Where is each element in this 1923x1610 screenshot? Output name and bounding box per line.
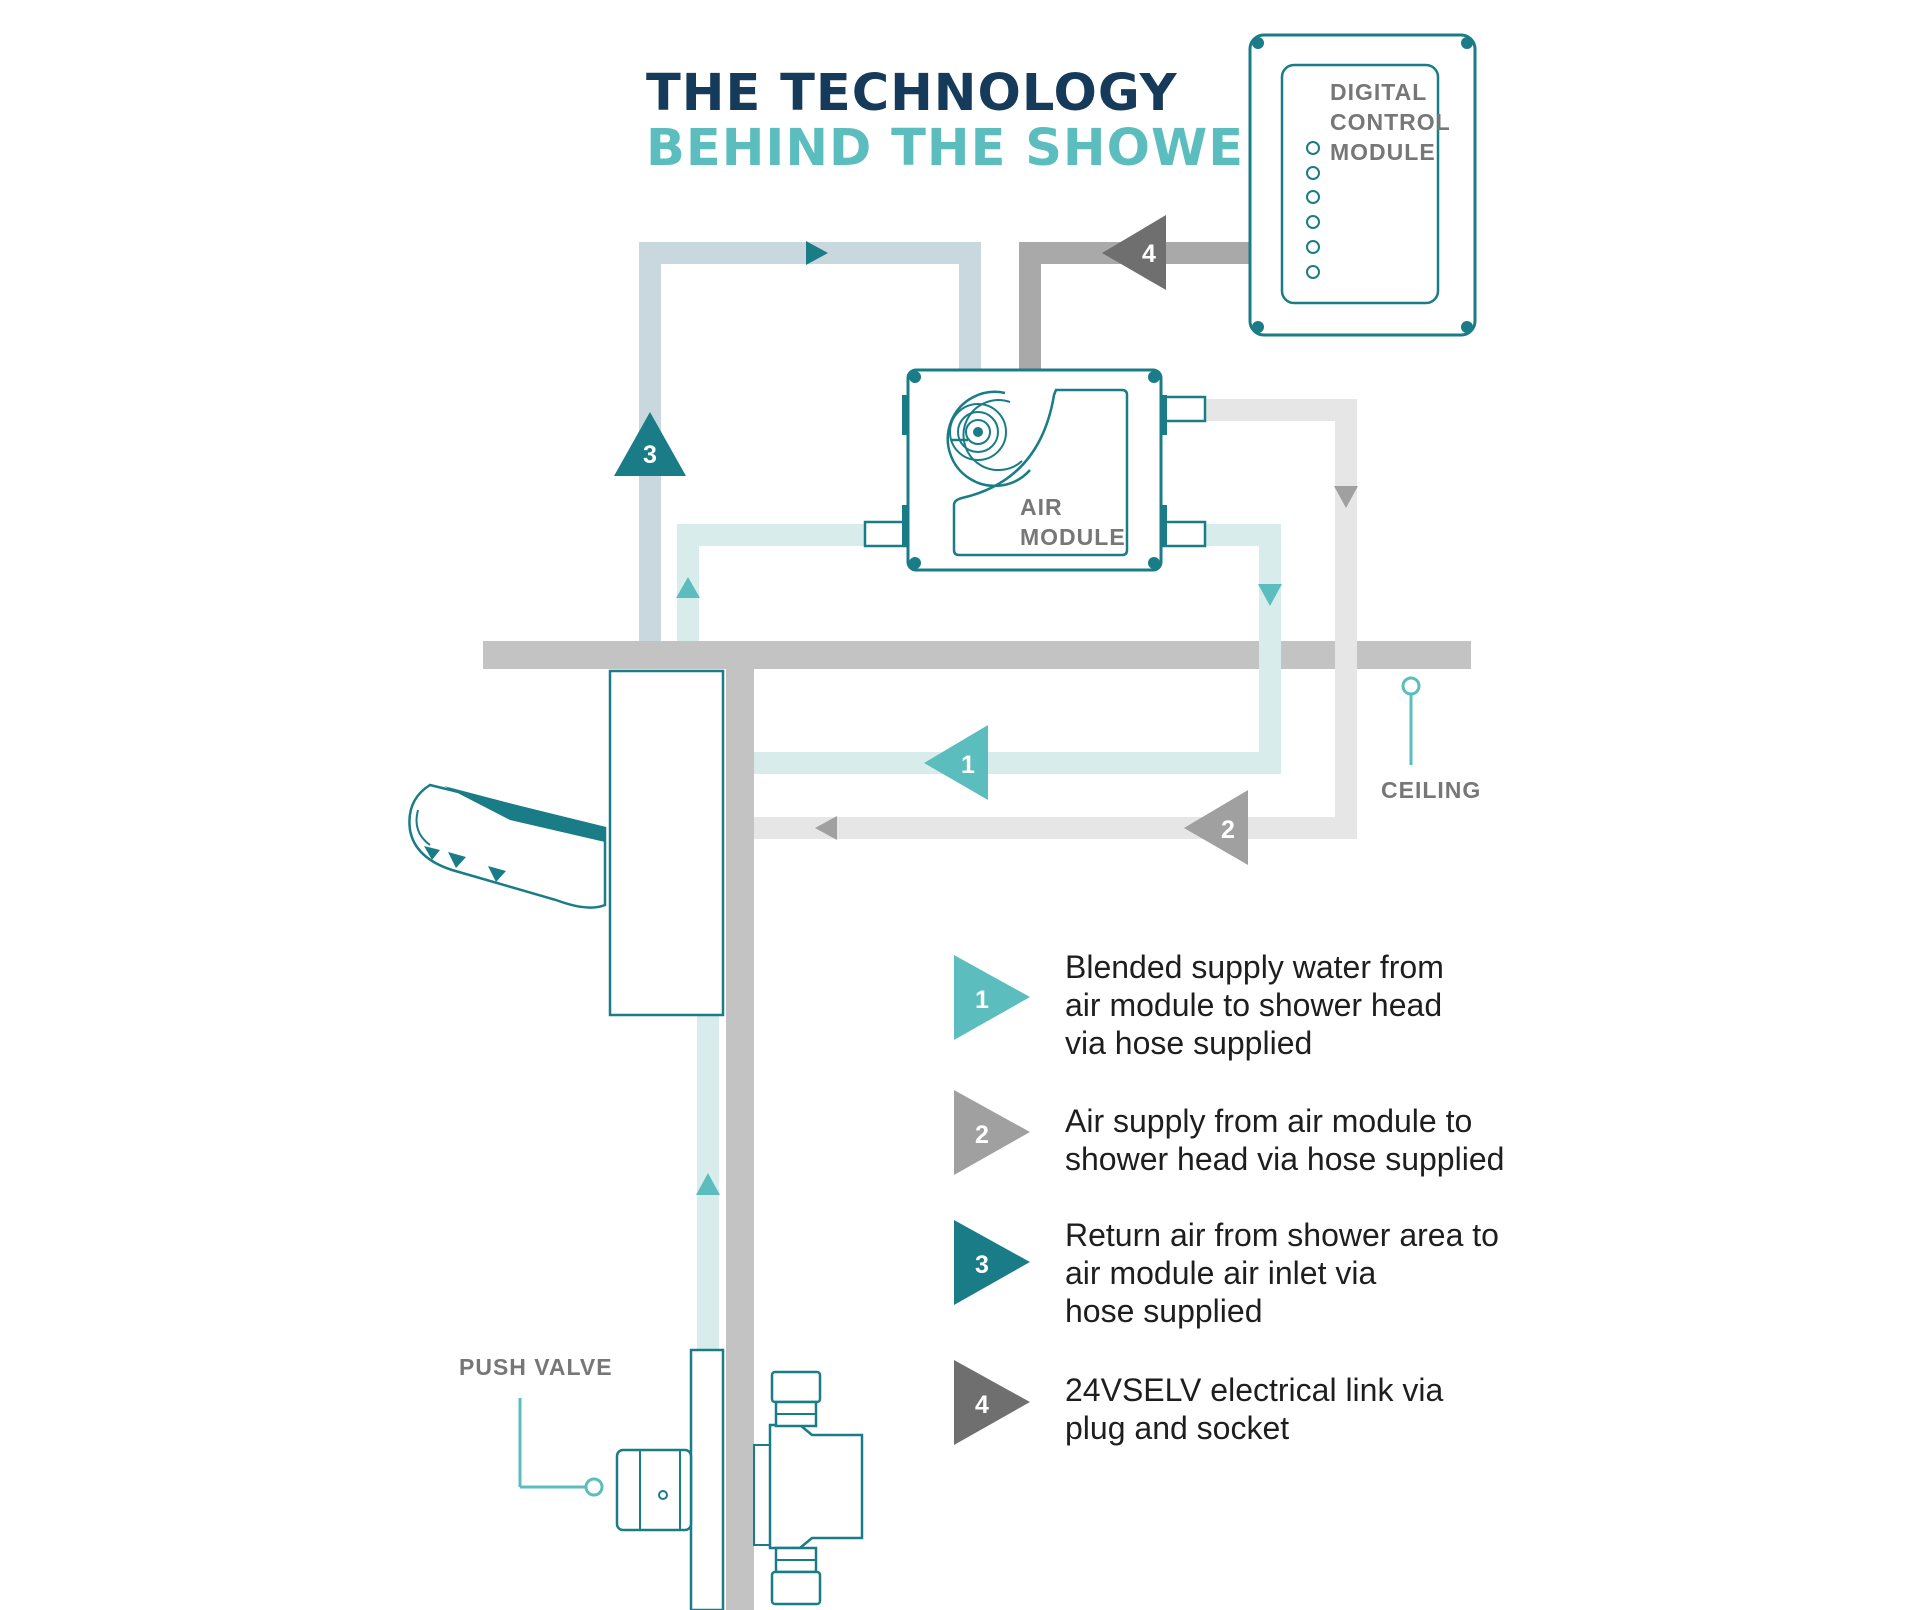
valve-wall-plate bbox=[689, 1348, 725, 1610]
corner-screw-icon bbox=[1148, 557, 1160, 569]
corner-screw-icon bbox=[1461, 37, 1473, 49]
air-module-label-2: MODULE bbox=[1020, 524, 1126, 550]
ceiling-label: CEILING bbox=[1381, 777, 1481, 803]
legend-item-3-number: 3 bbox=[975, 1251, 989, 1279]
nozzle-icon bbox=[424, 846, 440, 860]
badge-1-number: 1 bbox=[961, 751, 975, 779]
ceiling-slab bbox=[483, 641, 1471, 669]
shower-head bbox=[408, 783, 607, 909]
corner-screw-icon bbox=[909, 371, 921, 383]
corner-screw-icon bbox=[1252, 37, 1264, 49]
push-valve-button bbox=[615, 1448, 693, 1532]
corner-screw-icon bbox=[1461, 321, 1473, 333]
legend-item-3-line-2: air module air inlet via bbox=[1065, 1255, 1376, 1291]
air-left-direction-arrow bbox=[815, 816, 837, 840]
legend-item-3: 3 Return air from shower area to air mod… bbox=[954, 1217, 1499, 1329]
title-line-2: BEHIND THE SHOWER bbox=[646, 119, 1284, 178]
badge-2-number: 2 bbox=[1221, 816, 1235, 844]
badge-1: 1 bbox=[924, 725, 988, 800]
title-line-1: THE TECHNOLOGY bbox=[646, 64, 1178, 123]
legend-item-3-line-1: Return air from shower area to bbox=[1065, 1217, 1499, 1253]
legend-item-1: 1 Blended supply water from air module t… bbox=[954, 949, 1444, 1061]
water-up-direction-arrow bbox=[676, 577, 700, 598]
badge-4: 4 bbox=[1102, 215, 1166, 290]
return-air-direction-arrow bbox=[806, 241, 828, 265]
legend-item-1-line-3: via hose supplied bbox=[1065, 1025, 1312, 1061]
legend-item-1-line-2: air module to shower head bbox=[1065, 987, 1442, 1023]
legend-item-4-number: 4 bbox=[975, 1391, 989, 1419]
badge-2: 2 bbox=[1184, 790, 1248, 865]
corner-screw-icon bbox=[1252, 321, 1264, 333]
legend-item-3-line-3: hose supplied bbox=[1065, 1293, 1262, 1329]
legend-item-2: 2 Air supply from air module to shower h… bbox=[954, 1090, 1504, 1177]
legend-item-4-line-1: 24VSELV electrical link via bbox=[1065, 1372, 1443, 1408]
legend-item-4: 4 24VSELV electrical link via plug and s… bbox=[954, 1360, 1443, 1446]
push-valve-label: PUSH VALVE bbox=[459, 1354, 613, 1380]
indicator-light-icon bbox=[1306, 166, 1320, 180]
corner-screw-icon bbox=[909, 557, 921, 569]
badge-4-number: 4 bbox=[1142, 240, 1156, 268]
indicator-light-icon bbox=[1306, 215, 1320, 229]
legend-item-2-line-1: Air supply from air module to bbox=[1065, 1103, 1472, 1139]
digital-control-label-1: DIGITAL bbox=[1330, 79, 1427, 105]
indicator-light-icon bbox=[1306, 141, 1320, 155]
digital-control-label-2: CONTROL bbox=[1330, 109, 1451, 135]
blended-water-hose bbox=[754, 524, 1281, 774]
valve-body bbox=[768, 1423, 864, 1550]
digital-control-label-3: MODULE bbox=[1330, 139, 1436, 165]
water-down-direction-arrow bbox=[1258, 584, 1282, 606]
nozzle-icon bbox=[488, 866, 506, 882]
air-module: AIR MODULE bbox=[863, 368, 1207, 572]
shower-mounting-box bbox=[608, 669, 725, 1017]
fan-icon bbox=[946, 390, 1031, 488]
air-down-direction-arrow bbox=[1334, 486, 1358, 508]
corner-screw-icon bbox=[1148, 371, 1160, 383]
shower-head-top-panel bbox=[444, 786, 605, 842]
legend: 1 Blended supply water from air module t… bbox=[954, 949, 1504, 1446]
air-module-label-1: AIR bbox=[1020, 494, 1063, 520]
ceiling-callout: CEILING bbox=[1381, 676, 1481, 803]
badge-3: 3 bbox=[614, 412, 686, 476]
badge-3-number: 3 bbox=[643, 441, 657, 469]
digital-control-module: DIGITAL CONTROL MODULE bbox=[1248, 33, 1477, 337]
legend-item-2-number: 2 bbox=[975, 1121, 989, 1149]
indicator-light-icon bbox=[1306, 265, 1320, 279]
push-valve-assembly bbox=[615, 1348, 864, 1610]
air-supply-hose bbox=[754, 399, 1357, 839]
legend-item-1-number: 1 bbox=[975, 986, 989, 1014]
legend-item-1-line-1: Blended supply water from bbox=[1065, 949, 1444, 985]
legend-item-4-line-2: plug and socket bbox=[1065, 1410, 1289, 1446]
indicator-light-icon bbox=[1306, 240, 1320, 254]
riser-up-direction-arrow bbox=[696, 1173, 720, 1195]
indicator-light-icon bbox=[1306, 190, 1320, 204]
electrical-link-cable bbox=[1019, 242, 1250, 370]
nozzle-icon bbox=[448, 852, 466, 868]
legend-item-2-line-2: shower head via hose supplied bbox=[1065, 1141, 1504, 1177]
push-valve-callout: PUSH VALVE bbox=[459, 1354, 613, 1497]
fan-housing bbox=[952, 388, 1129, 557]
wall bbox=[726, 669, 754, 1610]
water-inlet-hose bbox=[677, 524, 870, 641]
